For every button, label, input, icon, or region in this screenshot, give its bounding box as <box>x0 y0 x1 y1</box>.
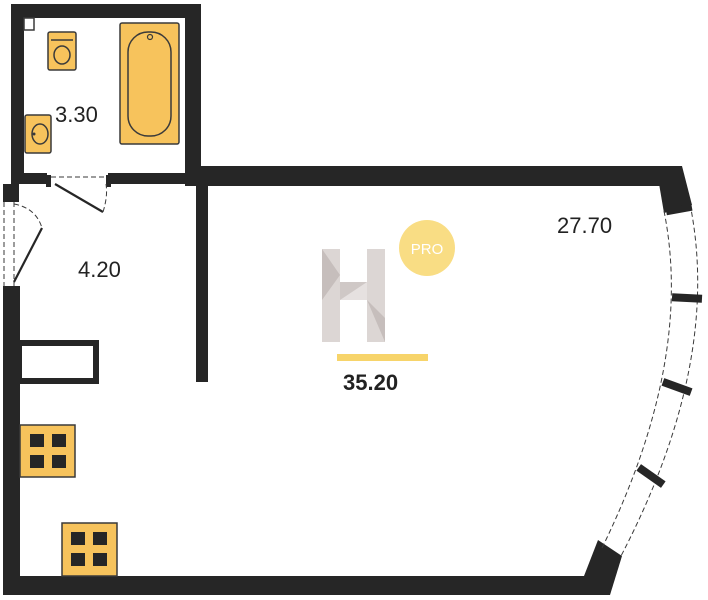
left-wall-lower <box>3 286 20 595</box>
entry-door-swing <box>13 203 43 229</box>
wardrobe-icon <box>16 340 99 384</box>
left-wall-upper <box>3 184 19 202</box>
bathroom-door-jamb-left <box>46 175 51 187</box>
window-mullion-1 <box>665 203 693 216</box>
living-wall-top <box>185 166 660 186</box>
corner-bottom-right <box>584 540 622 595</box>
bathroom-door-swing <box>102 183 108 213</box>
logo-h-icon <box>322 249 385 342</box>
total-area-label: 35.20 <box>343 370 398 395</box>
vent-shaft <box>23 17 35 31</box>
bathroom-door-jamb-right <box>106 175 111 187</box>
hallway-area-label: 4.20 <box>78 257 121 282</box>
toilet-icon <box>47 31 77 71</box>
bathroom-wall-right <box>185 4 201 184</box>
window-mullion-2 <box>671 293 703 303</box>
bathroom-wall-bottom-left <box>11 173 47 184</box>
stove-icon-1 <box>19 424 76 478</box>
bathroom-wall-top <box>11 4 201 18</box>
walls <box>3 4 692 595</box>
bathroom-area-label: 3.30 <box>55 102 98 127</box>
sink-icon <box>24 114 52 154</box>
bathroom-wall-left <box>11 4 24 184</box>
partition-wall <box>196 184 208 382</box>
fixtures <box>16 17 180 577</box>
bathroom-wall-bottom-right <box>108 173 201 184</box>
window-line-outer <box>620 203 699 557</box>
total-area-underline <box>337 354 428 361</box>
pro-badge: PRO <box>399 220 455 276</box>
bathtub-icon <box>119 22 180 145</box>
living-area-label: 27.70 <box>557 213 612 238</box>
bathroom-door-leaf <box>54 183 104 213</box>
entry-door-leaf <box>13 227 43 283</box>
window-line-inner <box>601 210 672 549</box>
window-mullion-3 <box>661 378 693 396</box>
window-mullion-4 <box>636 464 666 488</box>
bottom-wall <box>3 576 605 595</box>
curved-window <box>601 203 703 557</box>
stove-icon-2 <box>61 522 118 577</box>
pro-badge-text: PRO <box>411 241 444 258</box>
doors <box>3 175 111 286</box>
corner-top-right <box>656 166 692 213</box>
